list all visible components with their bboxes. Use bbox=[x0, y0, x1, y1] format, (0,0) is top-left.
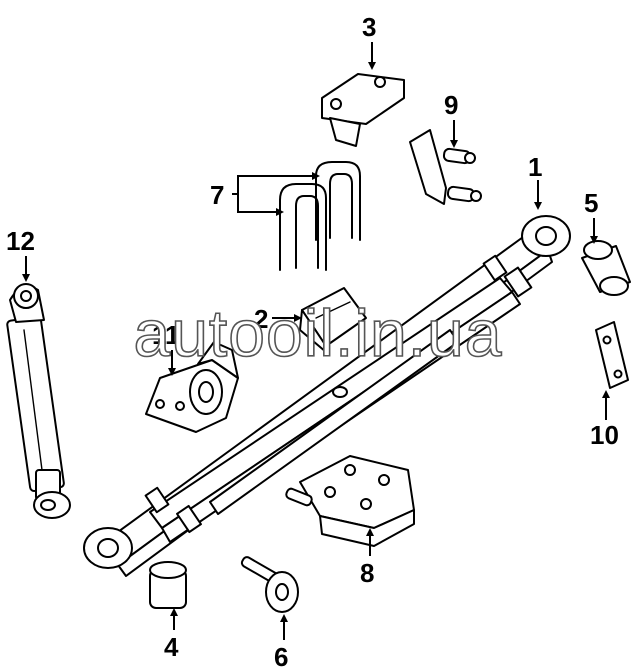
watermark: autooil.in.ua bbox=[134, 296, 503, 370]
callout-3: 3 bbox=[362, 12, 376, 42]
callout-12: 12 bbox=[6, 226, 35, 256]
callout-labels: 1 2 3 4 5 6 7 8 9 10 11 12 bbox=[6, 12, 619, 672]
leader-lines bbox=[22, 42, 610, 640]
callout-5: 5 bbox=[584, 188, 598, 218]
spring-plate-lower bbox=[285, 455, 415, 547]
callout-2: 2 bbox=[254, 304, 268, 334]
callout-9: 9 bbox=[444, 90, 458, 120]
spring-shackle bbox=[409, 129, 482, 205]
callout-10: 10 bbox=[590, 420, 619, 450]
cam-bolt bbox=[240, 556, 299, 613]
spring-bushing-right bbox=[581, 240, 631, 296]
leaf-spring bbox=[83, 215, 571, 577]
callout-8: 8 bbox=[360, 558, 374, 588]
spring-bracket bbox=[321, 73, 405, 147]
shackle-plate bbox=[595, 321, 629, 389]
u-bolts bbox=[279, 161, 361, 271]
spring-seat-plate bbox=[299, 287, 367, 353]
callout-1: 1 bbox=[528, 152, 542, 182]
callout-11: 11 bbox=[152, 320, 180, 350]
shock-absorber bbox=[6, 283, 71, 519]
spring-bushing-left bbox=[149, 561, 187, 609]
callout-7: 7 bbox=[210, 180, 224, 210]
axle-mount-bracket bbox=[145, 341, 239, 433]
callout-6: 6 bbox=[274, 642, 288, 672]
callout-4: 4 bbox=[164, 632, 179, 662]
